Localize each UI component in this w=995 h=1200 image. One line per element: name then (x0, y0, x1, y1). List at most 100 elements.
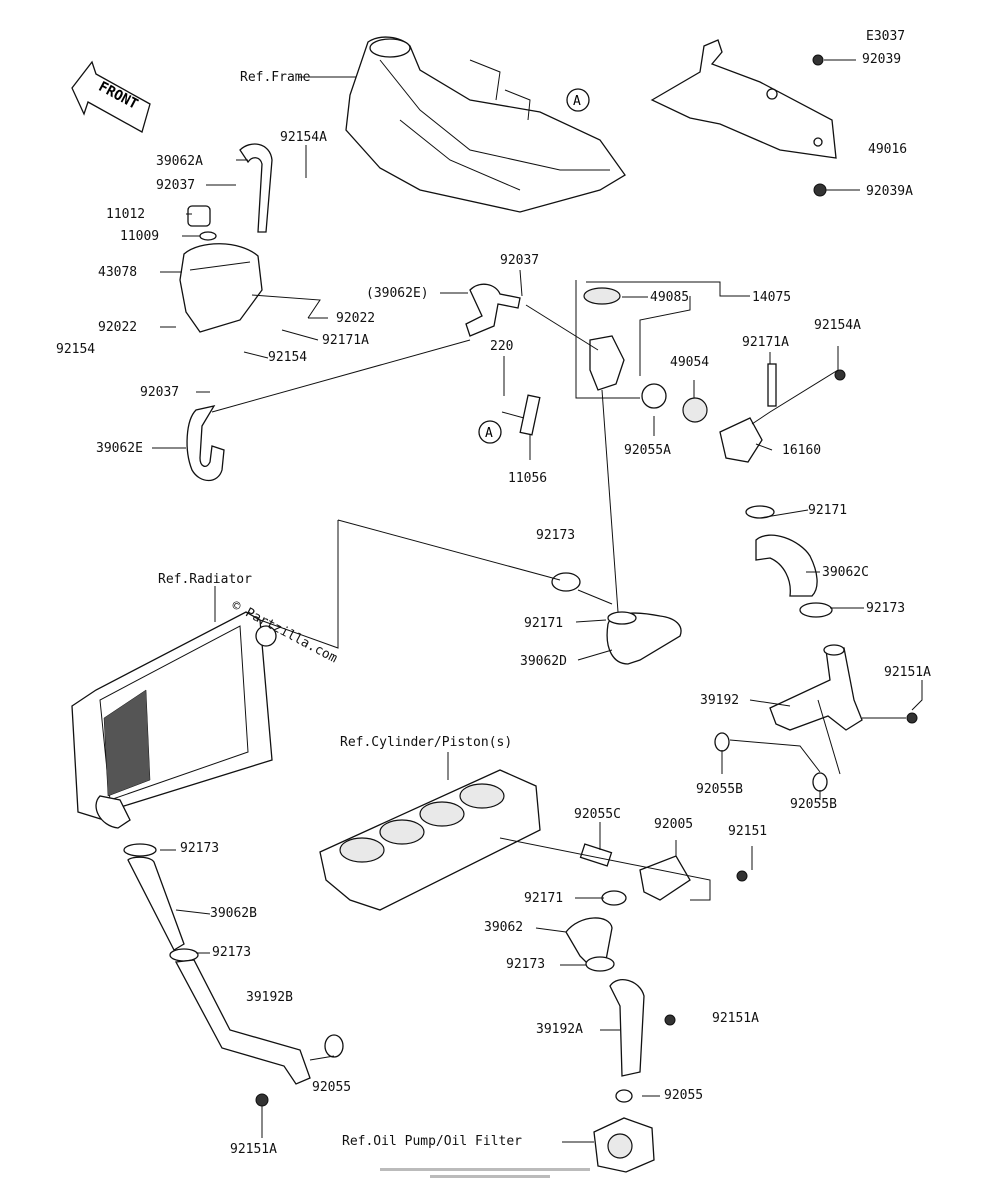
callout-92037-c: 92037 (500, 253, 540, 268)
oil-pump (593, 1117, 655, 1173)
cap-11012-icon (187, 205, 211, 227)
callout-92151A-left: 92151A (230, 1142, 277, 1157)
callout-92151A-right: 92151A (884, 665, 931, 680)
callout-92037-b: 92037 (140, 385, 180, 400)
callout-ref-oil-pump: Ref.Oil Pump/Oil Filter (342, 1134, 523, 1149)
callout-92173-left-a: 92173 (180, 841, 220, 856)
callout-39192: 39192 (700, 693, 740, 708)
fitting-92005 (639, 855, 691, 901)
marker-a-top: A (566, 88, 590, 112)
callout-92022-right: 92022 (336, 311, 376, 326)
clamp-92173-low-icon (585, 956, 615, 972)
bolt-92039-icon (812, 54, 824, 66)
callout-ref-cylinder: Ref.Cylinder/Piston(s) (340, 735, 513, 750)
callout-92151: 92151 (728, 824, 768, 839)
clamp-92173-mid-icon (551, 572, 581, 592)
callout-11012: 11012 (106, 207, 146, 222)
callout-92171-mid: 92171 (524, 616, 564, 631)
clamp-92173-left-b-icon (169, 948, 199, 962)
bolt-92151A-left-icon (255, 1093, 269, 1107)
callout-92022-left: 92022 (98, 320, 138, 335)
clamp-92171-mid-icon (607, 611, 637, 625)
callout-92055-low: 92055 (664, 1088, 704, 1103)
callout-ref-radiator: Ref.Radiator (158, 572, 252, 587)
callout-49085: 49085 (650, 290, 690, 305)
callout-16160: 16160 (782, 443, 822, 458)
oring-92055-left-icon (324, 1034, 344, 1058)
seal-11009-icon (199, 231, 217, 241)
reservoir-tank (179, 205, 263, 333)
thermostat-49054-icon (682, 397, 708, 423)
callout-92037-a: 92037 (156, 178, 196, 193)
callout-92171-low: 92171 (524, 891, 564, 906)
callout-11009: 11009 (120, 229, 160, 244)
hose-39062B (127, 856, 185, 951)
callout-92154-mid: 92154 (268, 350, 308, 365)
callout-39062E: 39062E (96, 441, 143, 456)
pipe-39192A (609, 979, 645, 1077)
callout-92171A-mid: 92171A (322, 333, 369, 348)
callout-92055B-a: 92055B (696, 782, 743, 797)
callout-92039A: 92039A (866, 184, 913, 199)
oring-92055B-b-icon (812, 772, 828, 792)
callout-92154-left: 92154 (56, 342, 96, 357)
clamp-92171-low-icon (601, 890, 627, 906)
radiator (71, 611, 277, 829)
callout-92173-mid: 92173 (536, 528, 576, 543)
callout-92005: 92005 (654, 817, 694, 832)
callout-92171-right: 92171 (808, 503, 848, 518)
callout-92154A-top: 92154A (280, 130, 327, 145)
oring-92055-low-icon (615, 1089, 633, 1103)
clamp-92173-right-icon (799, 602, 833, 618)
callout-92173-low: 92173 (506, 957, 546, 972)
cap-49085-icon (583, 287, 621, 305)
nut-92039A-icon (813, 183, 827, 197)
svg-text:A: A (573, 94, 581, 109)
callout-92171A-right: 92171A (742, 335, 789, 350)
frame-illustration (345, 36, 626, 213)
callout-43078: 43078 (98, 265, 138, 280)
clamp-11056 (519, 394, 541, 436)
leader-lines (152, 59, 923, 1143)
callout-92055-left: 92055 (312, 1080, 352, 1095)
callout-39192A: 39192A (536, 1022, 583, 1037)
bolt-92151A-low-icon (664, 1014, 676, 1026)
fine-print-decoration (380, 1168, 590, 1178)
front-arrow-icon: FRONT (71, 60, 151, 133)
callout-39062A: 39062A (156, 154, 203, 169)
gasket-92055C (579, 843, 613, 867)
callout-14075: 14075 (752, 290, 792, 305)
callout-220: 220 (490, 339, 514, 354)
diagram-code: E3037 (866, 29, 906, 44)
callout-11056: 11056 (508, 471, 548, 486)
callout-49054: 49054 (670, 355, 710, 370)
hose-39062E-ref (465, 283, 521, 337)
bolt-92151A-right-icon (906, 712, 918, 724)
hose-39062A (239, 143, 273, 233)
callout-92055C: 92055C (574, 807, 621, 822)
callout-92039: 92039 (862, 52, 902, 67)
callout-39192B: 39192B (246, 990, 293, 1005)
svg-text:A: A (485, 426, 493, 441)
hose-39062C (755, 534, 818, 597)
clamp-92171A-right (767, 363, 777, 407)
clamp-92173-left-a-icon (123, 843, 157, 857)
pipe-39192B (174, 959, 311, 1085)
callout-92055B-b: 92055B (790, 797, 837, 812)
callout-92055A: 92055A (624, 443, 671, 458)
thermostat-housing (583, 287, 763, 463)
hose-39062E (186, 405, 225, 482)
callout-49016: 49016 (868, 142, 908, 157)
callout-92151A-low: 92151A (712, 1011, 759, 1026)
marker-a-mid: A (478, 420, 502, 444)
callout-92173-right: 92173 (866, 601, 906, 616)
callout-92154A-right: 92154A (814, 318, 861, 333)
callout-39062: 39062 (484, 920, 524, 935)
cover-16160 (719, 417, 763, 463)
callout-39062B: 39062B (210, 906, 257, 921)
cylinder-block (319, 769, 541, 911)
pipe-39192 (769, 602, 863, 731)
callout-39062E-ref: (39062E) (366, 286, 429, 301)
bolt-92151-icon (736, 870, 748, 882)
